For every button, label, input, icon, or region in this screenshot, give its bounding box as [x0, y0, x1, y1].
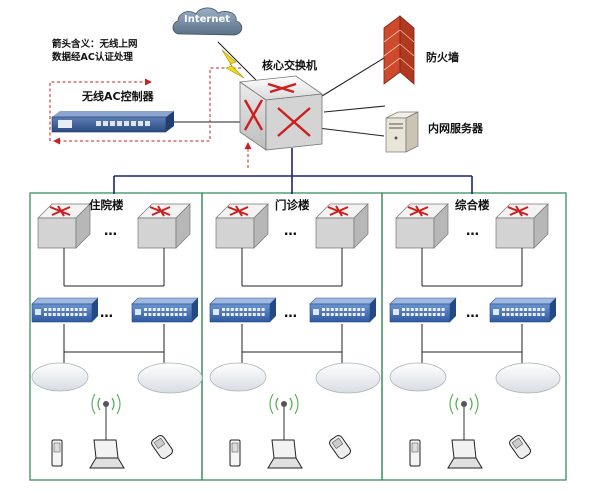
handset-icon: [329, 435, 352, 459]
switch-icon: [209, 297, 277, 323]
ellipsis-switch-2: …: [284, 306, 297, 321]
handset-icon: [509, 435, 532, 459]
router-icon: [395, 203, 449, 249]
antenna-icon: [91, 393, 121, 440]
ellipsis-router-2: …: [284, 224, 297, 239]
router-icon: [137, 203, 191, 249]
switch-icon: [31, 297, 99, 323]
internet-label: Internet: [184, 14, 231, 25]
access-point-icon: [137, 362, 203, 394]
cloud-icon: [172, 7, 243, 36]
router-icon: [495, 203, 549, 249]
antenna-icon: [449, 393, 479, 440]
building-group-1: [31, 203, 203, 469]
router-icon: [315, 203, 369, 249]
firewall-icon: [383, 15, 415, 85]
buildings-layer: [31, 203, 561, 469]
access-point-icon: [389, 362, 447, 392]
building-group-3: [389, 203, 561, 469]
access-point-icon: [209, 362, 267, 392]
switch-icon: [489, 297, 557, 323]
router-icon: [215, 203, 269, 249]
building-group-2: [209, 203, 381, 469]
core-links: [171, 41, 386, 137]
ellipsis-switch-3: …: [466, 306, 479, 321]
uplink-lines: [113, 148, 473, 194]
server-icon: [385, 111, 419, 153]
switch-icon: [309, 297, 377, 323]
ellipsis-router-1: …: [104, 224, 117, 239]
lightning-icon: [221, 49, 245, 79]
building-frame-3: [381, 192, 567, 481]
firewall-label: 防火墙: [426, 51, 459, 64]
laptop-icon: [267, 439, 303, 469]
building-label-1: 住院楼: [89, 198, 124, 212]
access-point-icon: [495, 362, 561, 394]
legend-note-line-2: 数据经AC认证处理: [52, 52, 133, 63]
server-label: 内网服务器: [428, 122, 483, 135]
laptop-icon: [447, 439, 483, 469]
access-point-icon: [31, 362, 89, 392]
ellipsis-switch-1: …: [100, 306, 113, 321]
building-label-2: 门诊楼: [275, 198, 310, 212]
router-icon: [37, 203, 91, 249]
core-switch-icon: [238, 75, 324, 151]
switch-icon: [389, 297, 457, 323]
phone-icon: [409, 439, 421, 467]
legend-note-line-1: 箭头含义：无线上网: [52, 39, 138, 50]
laptop-icon: [89, 439, 125, 469]
phone-icon: [51, 439, 63, 467]
antenna-icon: [269, 393, 299, 440]
handset-icon: [151, 435, 174, 459]
ac-controller-label: 无线AC控制器: [82, 90, 154, 103]
ellipsis-router-3: …: [466, 224, 479, 239]
switch-icon: [131, 297, 199, 323]
phone-icon: [229, 439, 241, 467]
building-label-3: 综合楼: [455, 198, 490, 212]
ac-controller-device: [51, 111, 174, 133]
access-point-icon: [315, 362, 381, 394]
ac-path-arrows: [49, 67, 252, 168]
core-switch-label: 核心交换机: [262, 59, 317, 72]
